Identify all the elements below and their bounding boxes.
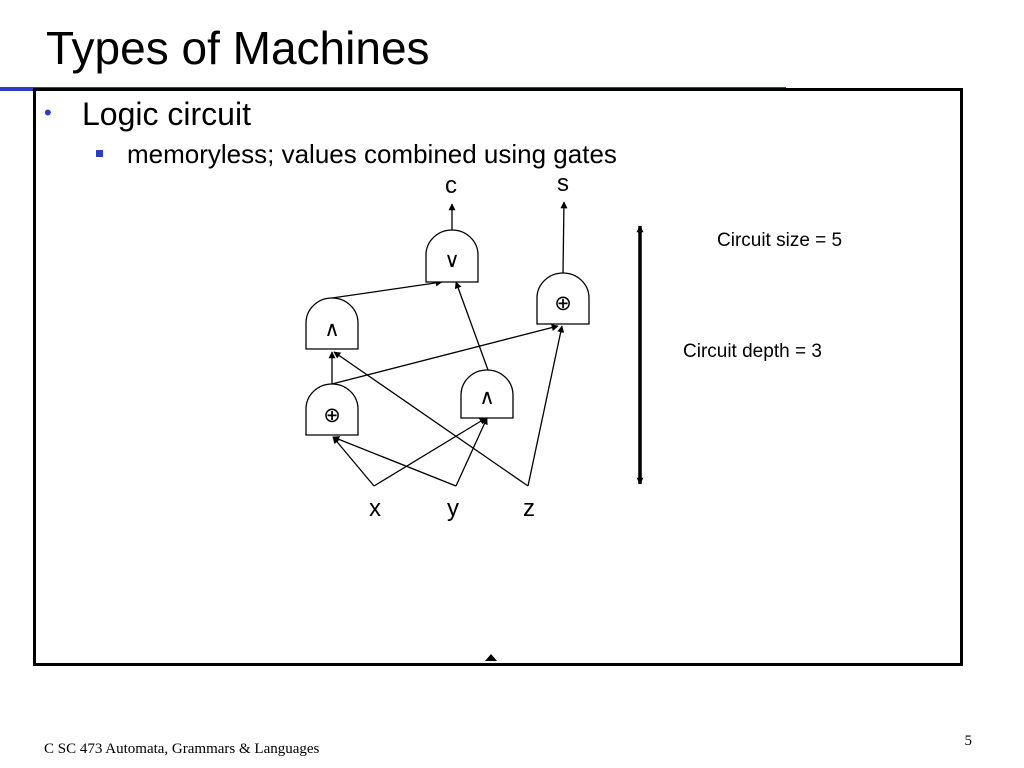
frame-notch-marker	[485, 654, 497, 661]
output-label-s: s	[557, 170, 569, 197]
wire-xor-right-to-s	[560, 201, 568, 274]
footer-course-title: C SC 473 Automata, Grammars & Languages	[44, 741, 320, 757]
wire-x-to-xor-lower	[332, 436, 375, 487]
wire-y-to-xor-lower	[332, 436, 457, 487]
output-label-c: c	[445, 172, 457, 199]
gate-symbol-xor-lower: ⊕	[323, 404, 341, 427]
wire-and-upper-to-or	[331, 279, 443, 299]
bullet-text: Logic circuit	[82, 96, 251, 132]
gate-symbol-and-lower: ∧	[479, 386, 494, 409]
gate-symbol-or: ∨	[444, 249, 459, 272]
circuit-size-label: Circuit size = 5	[717, 230, 842, 251]
input-label-z: z	[523, 495, 535, 522]
sub-bullet-memoryless: memoryless; values combined using gates	[96, 138, 617, 170]
sub-bullet-text: memoryless; values combined using gates	[127, 139, 617, 169]
wire-and-lower-to-or	[454, 281, 489, 371]
bullet-logic-circuit: • Logic circuit	[44, 95, 251, 132]
circuit-depth-label: Circuit depth = 3	[683, 341, 822, 362]
bullet-dot-icon: •	[44, 100, 52, 125]
gate-symbol-and-upper: ∧	[324, 318, 339, 341]
gate-and-upper	[305, 297, 359, 350]
gate-xor-right	[536, 272, 590, 325]
gate-and-lower	[460, 369, 514, 419]
gate-xor-lower	[305, 383, 359, 436]
slide-title: Types of Machines	[46, 22, 430, 74]
wire-x-to-and-lower	[373, 417, 487, 487]
wire-y-to-and-lower	[455, 417, 488, 487]
wire-z-to-xor-right	[527, 325, 565, 487]
wire-xor-lower-to-xor-right	[331, 324, 559, 385]
bullet-square-icon	[96, 150, 103, 157]
gate-or-top	[425, 229, 479, 283]
page-number: 5	[964, 733, 973, 749]
wire-z-to-and-upper	[333, 351, 529, 487]
input-label-x: x	[369, 495, 381, 522]
input-label-y: y	[447, 495, 459, 522]
gate-symbol-xor-right: ⊕	[554, 292, 572, 315]
